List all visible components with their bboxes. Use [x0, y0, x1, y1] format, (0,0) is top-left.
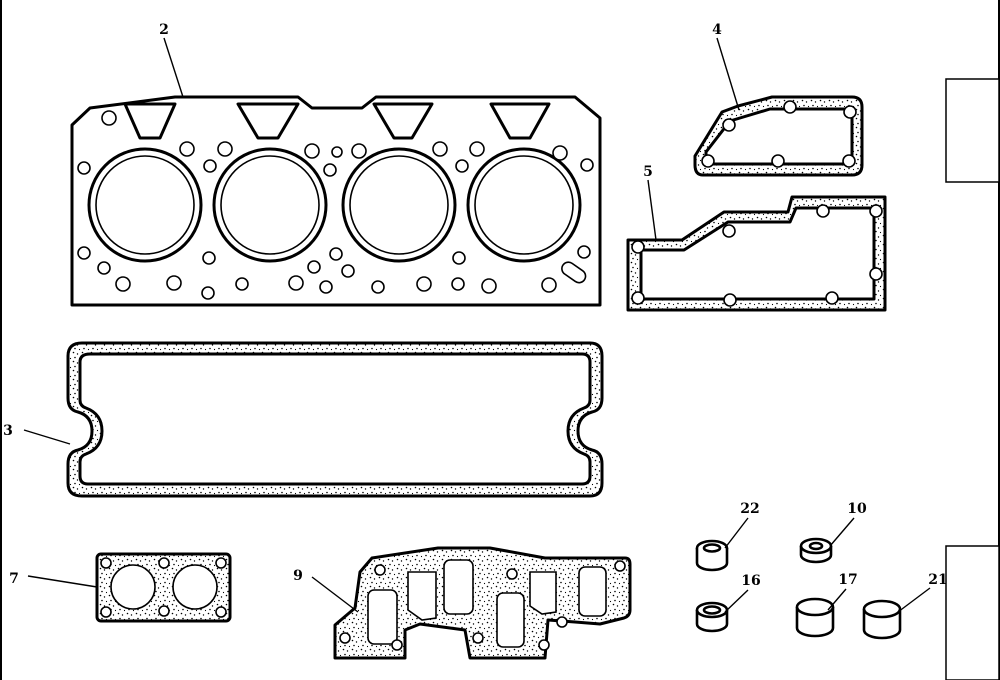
seal-17: [795, 597, 835, 638]
manifold-gasket: [333, 546, 632, 660]
seal-10: [799, 537, 833, 564]
label-part-17: 17: [838, 572, 857, 588]
timing-cover-gasket: [626, 195, 887, 312]
seal-22: [695, 539, 729, 572]
small-cover-gasket: [693, 95, 864, 177]
label-part-7: 7: [9, 571, 19, 587]
exhaust-flange-gasket: [95, 552, 232, 623]
label-part-16: 16: [741, 573, 760, 589]
label-part-4: 4: [712, 22, 722, 38]
label-part-2: 2: [159, 22, 169, 38]
label-part-9: 9: [293, 568, 303, 584]
rocker-cover-gasket: [66, 341, 604, 498]
leader-lines: [23, 37, 931, 613]
label-part-21: 21: [928, 572, 947, 588]
label-part-3: 3: [3, 423, 13, 439]
label-part-10: 10: [847, 501, 867, 517]
label-part-22: 22: [740, 501, 759, 517]
seal-16: [695, 601, 729, 633]
cylinder-head-gasket: [70, 95, 602, 307]
seal-21: [862, 599, 902, 640]
label-part-5: 5: [643, 164, 653, 180]
